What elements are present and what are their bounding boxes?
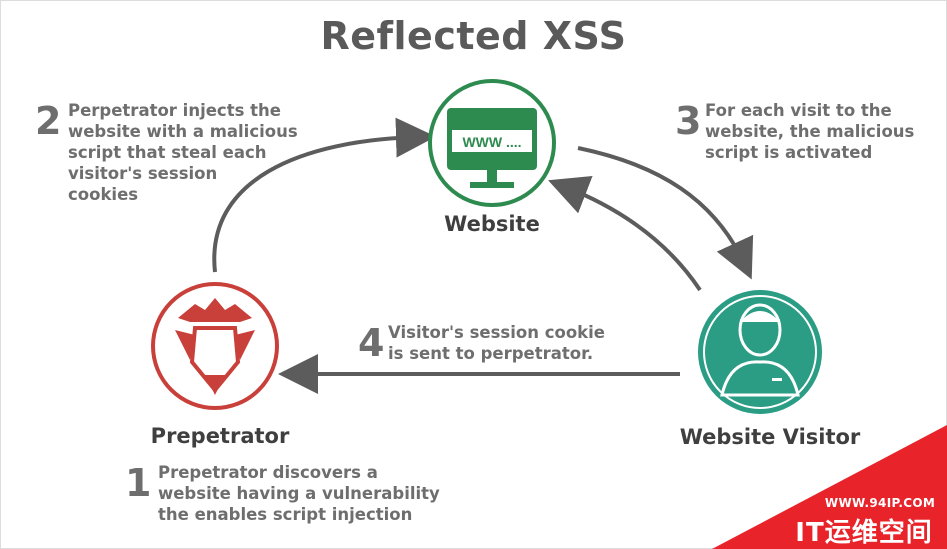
step-3-text: For each visit to the website, the malic… [705, 101, 915, 162]
step-4-number: 4 [358, 321, 385, 365]
perpetrator-label: Prepetrator [150, 424, 290, 448]
visitor-icon [698, 290, 822, 414]
step-1-text: Prepetrator discovers a website having a… [158, 463, 440, 524]
website-icon [428, 79, 556, 207]
step-2-number: 2 [35, 99, 62, 143]
step-4-text: Visitor's session cookie is sent to perp… [388, 323, 605, 363]
arrow-visitor-to-website [548, 176, 702, 292]
arrow-website-to-visitor [577, 146, 754, 280]
arrow-perpetrator-to-website [212, 117, 436, 273]
step-2-text: Perpetrator injects the website with a m… [68, 101, 298, 204]
website-screen-text: WWW .... [462, 134, 521, 150]
website-label: Website [444, 212, 540, 236]
watermark-brand: IT运维空间 [795, 518, 933, 548]
diagram-title: Reflected XSS [320, 14, 627, 58]
step-3-number: 3 [675, 99, 702, 143]
visitor-label: Website Visitor [679, 425, 861, 449]
watermark-corner [712, 425, 947, 549]
step-1-number: 1 [125, 461, 152, 505]
perpetrator-icon [151, 282, 279, 410]
watermark-url: WWW.94IP.COM [824, 496, 936, 510]
